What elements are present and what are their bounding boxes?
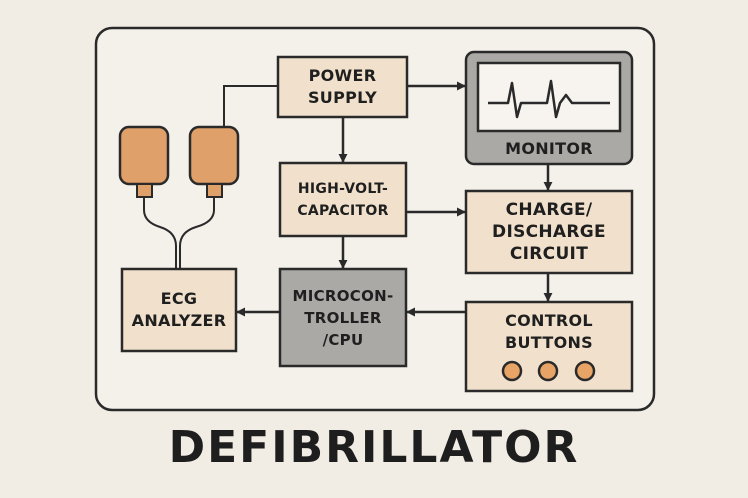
right-electrode-pad	[188, 125, 240, 186]
electrode-pads	[118, 125, 240, 198]
charge-discharge-label: CHARGE/ DISCHARGE CIRCUIT	[492, 200, 606, 264]
electrode-to-power-line	[223, 85, 278, 127]
control-knob-2	[537, 360, 559, 382]
ecg-waveform-icon	[488, 79, 610, 119]
left-electrode-pad	[118, 125, 170, 186]
ecg-analyzer-label: ECG ANALYZER	[131, 289, 227, 330]
high-volt-capacitor-label: HIGH-VOLT- CAPACITOR	[297, 180, 389, 219]
power-supply-label: POWER SUPPLY	[307, 66, 378, 107]
microcontroller-block	[278, 267, 408, 368]
control-buttons-label: CONTROL BUTTONS	[505, 311, 593, 352]
ecg-analyzer-block	[120, 267, 238, 353]
left-electrode-connector	[136, 183, 153, 198]
charge-discharge-block	[464, 189, 634, 275]
monitor-label: MONITOR	[505, 139, 593, 158]
diagram-title: DEFIBRILLATOR	[168, 422, 580, 473]
control-knob-1	[501, 360, 523, 382]
control-knob-3	[574, 360, 596, 382]
left-electrode-cable	[143, 197, 177, 268]
right-electrode-connector	[206, 183, 223, 198]
microcontroller-label: MICROCON- TROLLER /CPU	[292, 286, 394, 349]
right-electrode-cable	[179, 197, 215, 268]
